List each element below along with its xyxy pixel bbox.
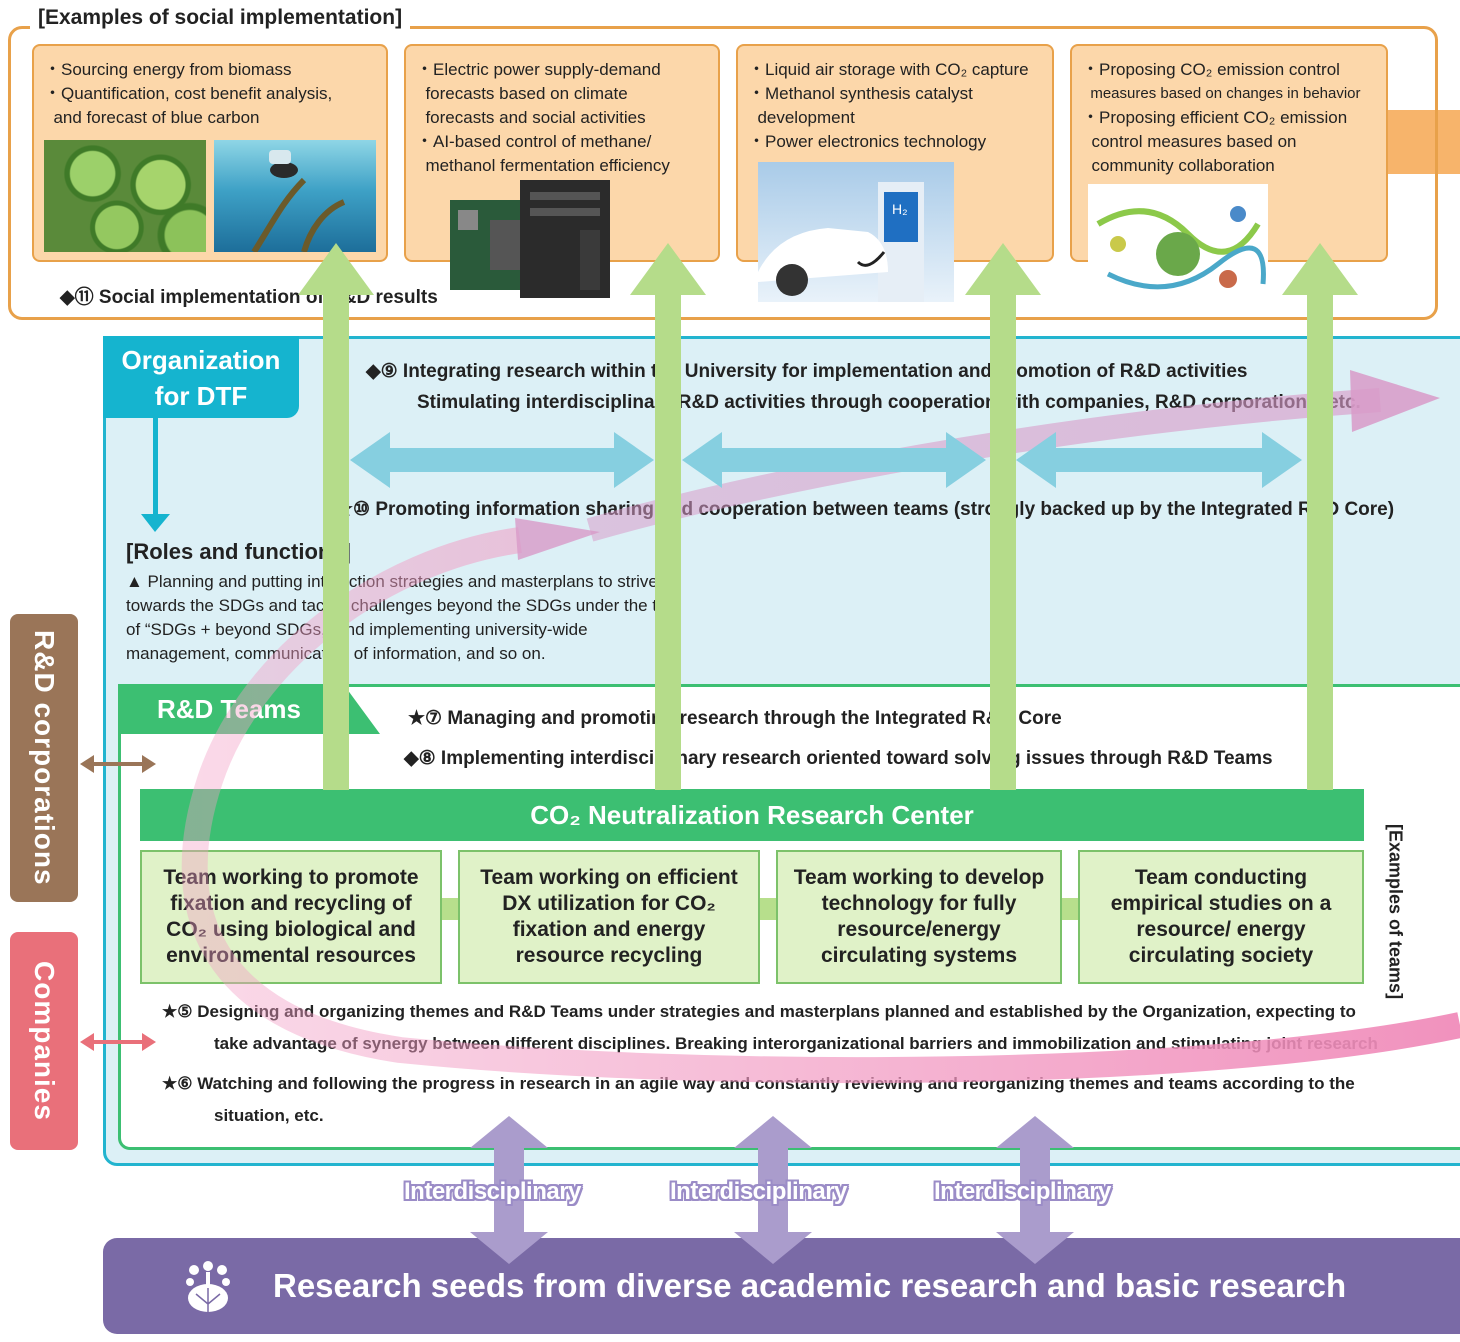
example-line: ・Proposing efficient CO₂ emission [1082,108,1348,127]
statement-5-line1: ★⑤ Designing and organizing themes and R… [162,1002,1356,1021]
dtf-down-arrow [141,418,170,532]
svg-text:H₂: H₂ [892,201,908,217]
pink-arrowhead-middle [515,518,600,560]
university-crest-icon [186,1261,230,1312]
purple-vertical-arrows [470,1116,1074,1264]
organization-dtf-tab: Organization for DTF [103,336,299,418]
algae-photo [44,140,206,252]
server-photo [450,180,610,298]
example-line: ・AI-based control of methane/ [416,132,652,151]
companies-label: Companies [10,932,78,1150]
example-line: methanol fermentation efficiency [416,156,670,175]
example-line: development [748,108,855,127]
example-line: control measures based on [1082,132,1297,151]
statement-9-line2: Stimulating interdisciplinary R&D activi… [417,392,1361,413]
social-implementation-frame [8,26,1438,320]
example-line: and forecast of blue carbon [44,108,260,127]
green-vertical-arrows [298,243,1358,790]
examples-of-teams-text: [Examples of teams] [1385,824,1406,1000]
roles-title: [Roles and functions] [126,539,351,564]
hydrogen-car-photo: H₂ [758,162,954,302]
examples-of-teams-label: [Examples of teams] [1380,822,1410,1002]
community-diagram-photo [1088,184,1268,304]
interdisciplinary-label: Interdisciplinary [404,1178,581,1205]
pink-arrowhead-top [1350,370,1440,432]
rd-corporations-text: R&D corporations [29,630,60,886]
example-line: ・Methanol synthesis catalyst [748,84,973,103]
pink-flow-lower [181,527,1460,1084]
interdisciplinary-label: Interdisciplinary [670,1178,847,1205]
research-seeds-bar: Research seeds from diverse academic res… [103,1238,1460,1334]
rd-corporations-arrow [80,755,156,773]
research-seeds-text: Research seeds from diverse academic res… [273,1267,1347,1304]
example-line: ・Power electronics technology [748,132,987,151]
rd-corporations-label: R&D corporations [10,614,78,902]
interdisciplinary-label: Interdisciplinary [934,1178,1111,1205]
example-line: ・Electric power supply-demand [416,60,661,79]
example-line: ・Proposing CO₂ emission control [1082,60,1340,79]
co2-research-center-bar: CO₂ Neutralization Research Center [140,789,1364,841]
example-line: community collaboration [1082,156,1275,175]
example-line: ・Sourcing energy from biomass [44,60,292,79]
team-box-dx-utilization: Team working on efficient DX utilization… [458,850,760,984]
example-line: measures based on changes in behavior [1082,85,1361,102]
statement-6-line2: situation, etc. [214,1106,324,1125]
example-line: forecasts and social activities [416,108,646,127]
statement-9-line1: ◆⑨ Integrating research within the Unive… [366,361,1248,382]
dtf-tab-line: Organization [121,345,281,375]
example-line: ・Quantification, cost benefit analysis, [44,84,333,103]
example-line: forecasts based on climate [416,84,628,103]
example-line: ・Liquid air storage with CO₂ capture [748,60,1029,79]
companies-arrow [80,1033,156,1051]
statement-8: ◆⑧ Implementing interdisciplinary resear… [404,748,1273,769]
statement-7: ★⑦ Managing and promoting research throu… [408,708,1062,729]
team-box-empirical-studies: Team conducting empirical studies on a r… [1078,850,1364,984]
cyan-double-arrows [350,432,1302,488]
diver-illustration [251,150,346,252]
team-box-circulating-systems: Team working to develop technology for f… [776,850,1062,984]
companies-text: Companies [29,961,60,1121]
social-implementation-title: [Examples of social implementation] [30,6,411,30]
dtf-tab-line: for DTF [154,381,248,411]
diver-photo [214,140,376,252]
